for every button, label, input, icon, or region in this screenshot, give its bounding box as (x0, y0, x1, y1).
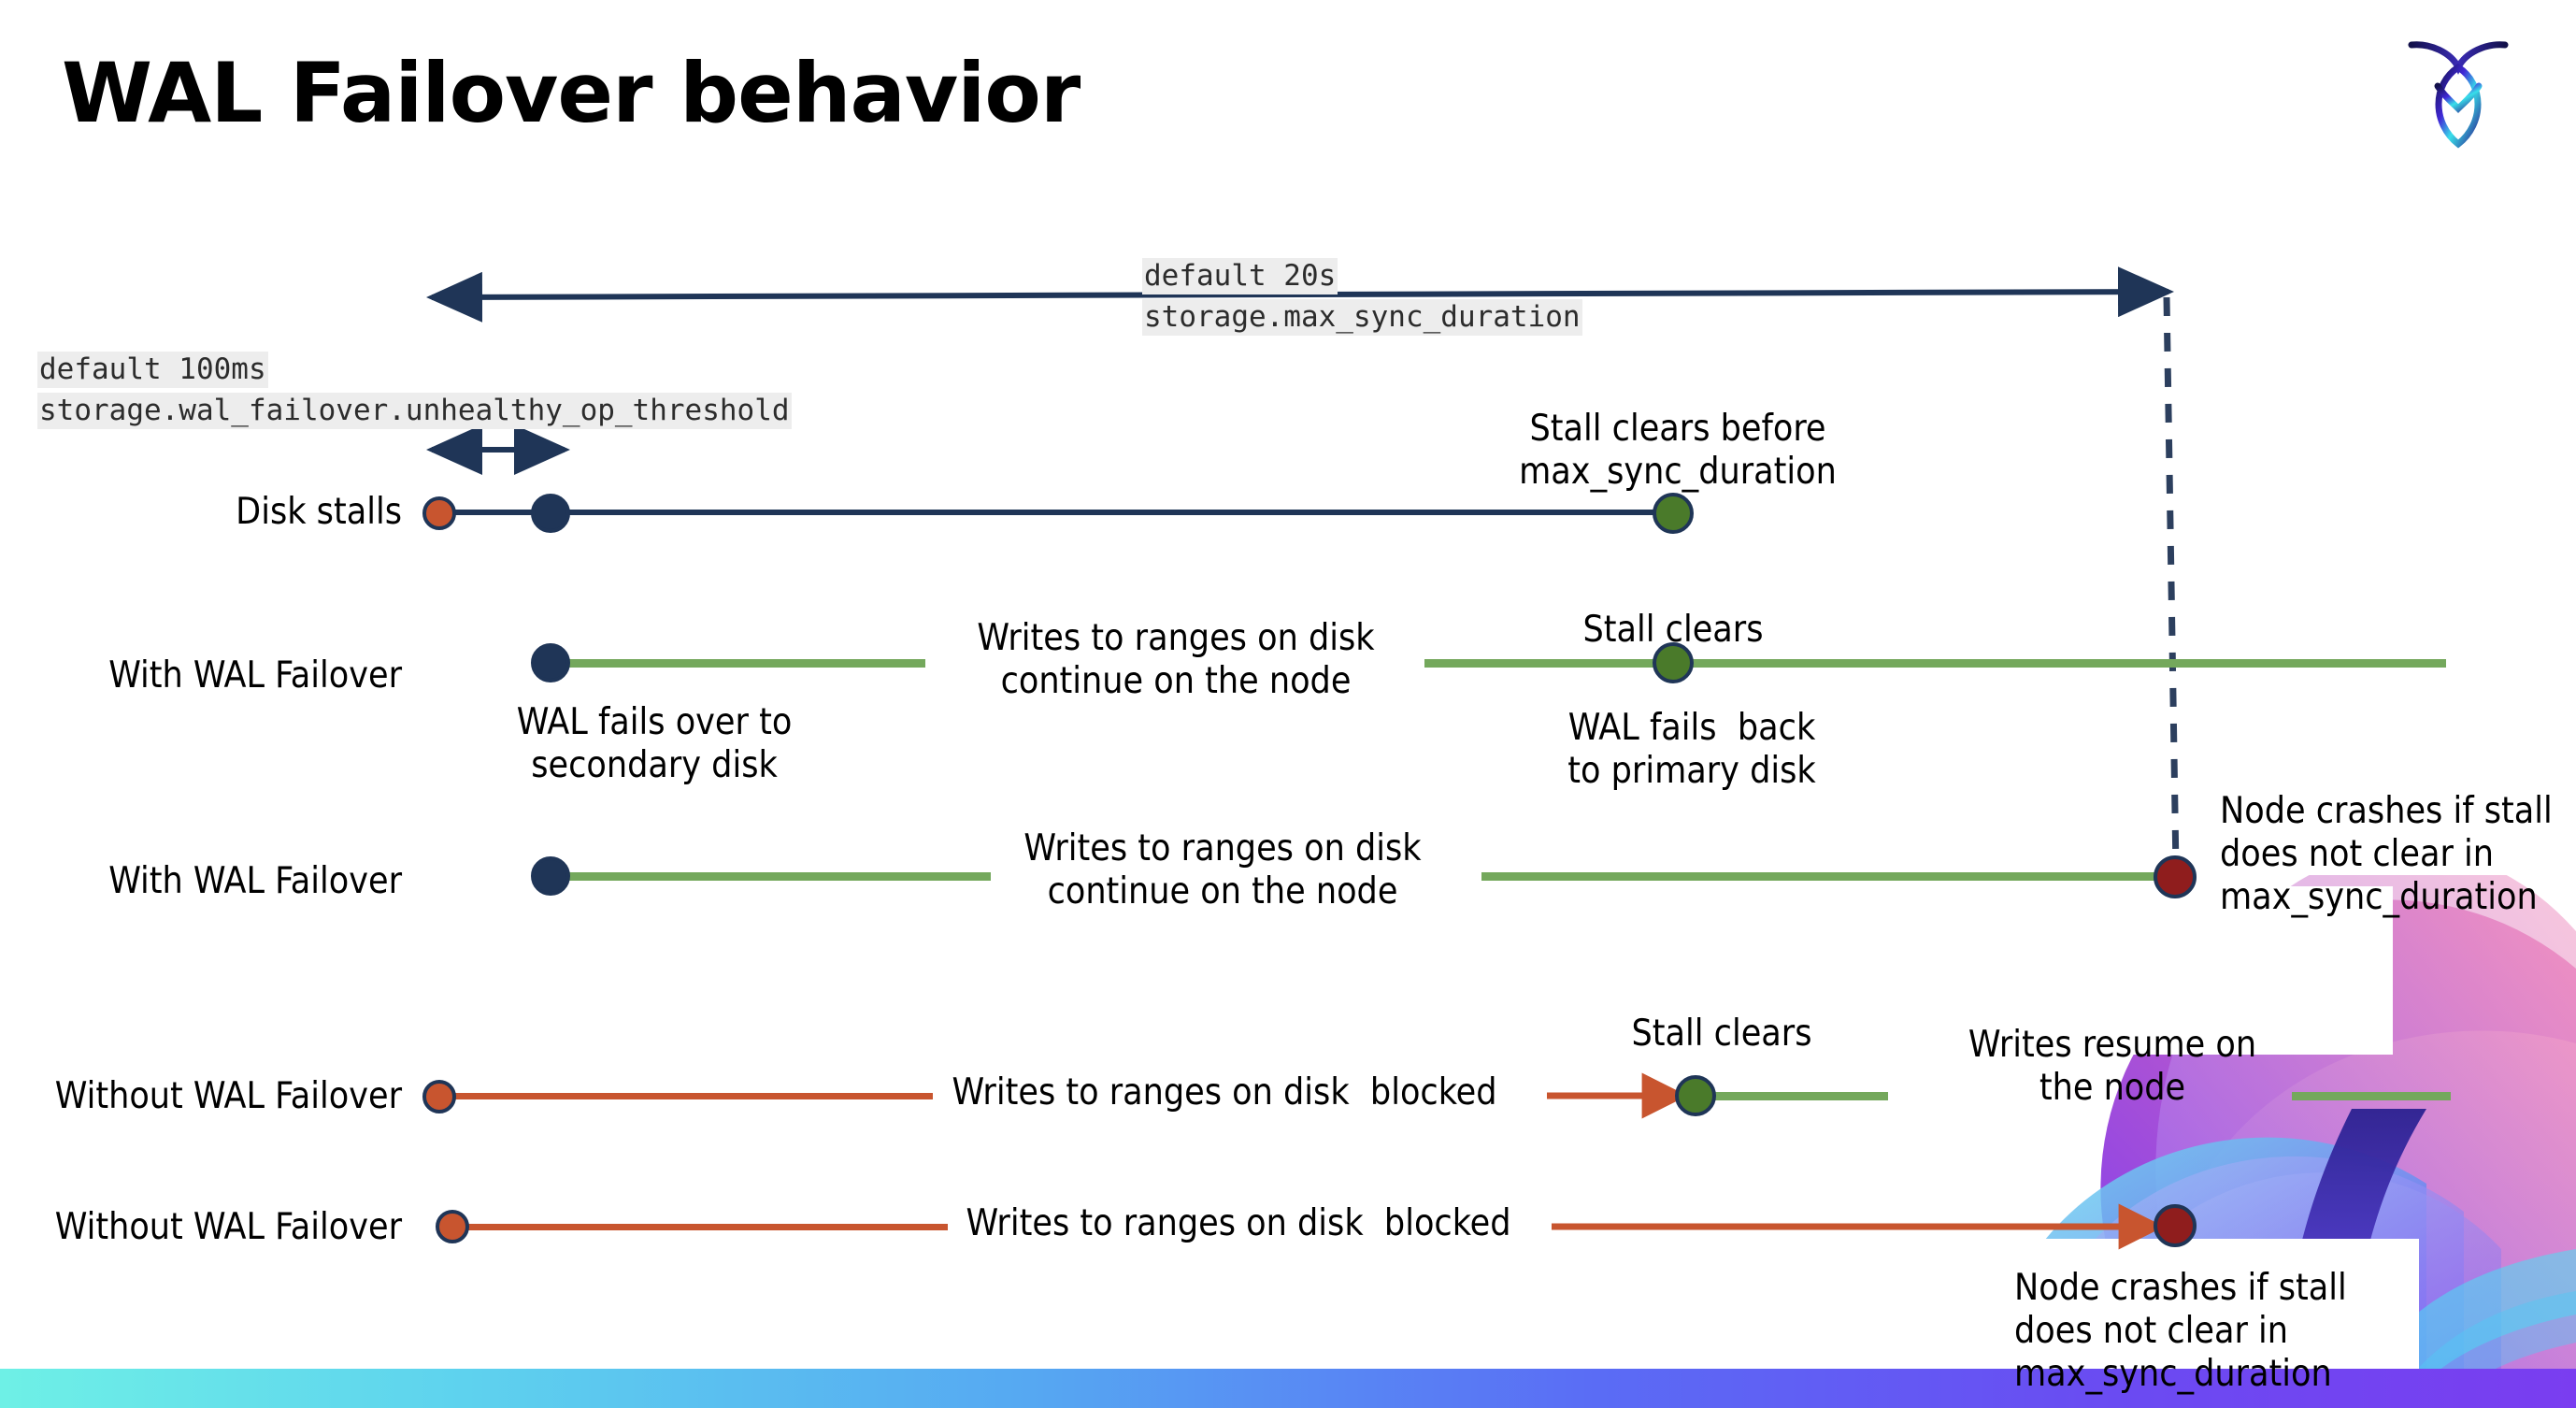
row4-stall-clears-note: Stall clears (1631, 1013, 1812, 1055)
dashed-connector-line (2163, 296, 2180, 870)
row2-timeline-left (553, 659, 925, 668)
row-label-with-wal-failover-2: With WAL Failover (108, 860, 402, 902)
row3-crash-note-line1: Node crashes if stall (2220, 790, 2553, 832)
row2-writes-note-line2: continue on the node (1000, 660, 1352, 702)
max-sync-duration-name-chip: storage.max_sync_duration (1142, 299, 1582, 336)
row2-timeline-right (1424, 659, 2446, 668)
row4-stall-start-dot (422, 1080, 456, 1113)
max-sync-duration-default-chip: default 20s (1142, 258, 1338, 295)
row1-stall-start-dot (422, 496, 456, 530)
row2-writes-note-line1: Writes to ranges on disk (977, 617, 1375, 659)
row5-stall-start-dot (436, 1210, 469, 1243)
row5-timeline-red-left (460, 1224, 948, 1230)
row3-crash-dot (2154, 855, 2197, 898)
row4-timeline-green-right (1710, 1092, 1888, 1100)
row2-failback-note-line1: WAL fails back (1567, 707, 1816, 749)
row1-timeline (439, 510, 1675, 515)
row5-crash-note-line3: max_sync_duration (2014, 1353, 2332, 1395)
row1-stall-clears-note-line2: max_sync_duration (1519, 451, 1837, 493)
unhealthy-threshold-name-chip: storage.wal_failover.unhealthy_op_thresh… (37, 393, 792, 429)
row-label-with-wal-failover-1: With WAL Failover (108, 654, 402, 697)
row1-stall-clears-note-line1: Stall clears before (1529, 408, 1826, 450)
row3-timeline-left (553, 872, 991, 881)
row-label-disk-stalls: Disk stalls (236, 491, 402, 533)
unhealthy-threshold-default-chip: default 100ms (37, 352, 268, 388)
cockroachdb-logo (2402, 28, 2514, 150)
row5-crash-note-line1: Node crashes if stall (2014, 1267, 2347, 1309)
row3-writes-note-line2: continue on the node (1047, 870, 1398, 912)
row4-timeline-red-left (447, 1093, 933, 1099)
row2-failback-note-line2: to primary disk (1567, 750, 1816, 792)
row1-stall-clear-dot (1653, 493, 1694, 534)
row5-crash-dot (2154, 1204, 2197, 1247)
row5-blocked-note: Writes to ranges on disk blocked (966, 1202, 1511, 1244)
row3-crash-note-line2: does not clear in (2220, 833, 2495, 875)
row3-writes-note-line1: Writes to ranges on disk (1023, 827, 1422, 869)
row3-timeline-right (1481, 872, 2173, 881)
row5-crash-note-line2: does not clear in (2014, 1310, 2289, 1352)
row2-failover-note-line2: secondary disk (531, 744, 778, 786)
row4-timeline-green-far-right (2292, 1092, 2451, 1100)
page-title: WAL Failover behavior (62, 45, 1080, 141)
row3-failover-dot (531, 856, 570, 896)
row4-resume-note-line2: the node (2039, 1067, 2186, 1109)
row4-resume-note-line1: Writes resume on (1968, 1024, 2257, 1066)
row4-stall-clear-dot (1675, 1075, 1716, 1116)
bottom-gradient-bar (0, 1369, 2576, 1408)
row2-failover-dot (531, 643, 570, 682)
row2-stall-clears-note: Stall clears (1582, 609, 1764, 651)
art-mask-upper (1916, 886, 2393, 1055)
row3-crash-note-line3: max_sync_duration (2220, 876, 2538, 918)
row2-stall-clear-dot (1653, 642, 1694, 683)
row1-failover-dot (531, 494, 570, 533)
row2-failover-note-line1: WAL fails over to (516, 701, 793, 743)
row-label-without-wal-failover-2: Without WAL Failover (54, 1206, 402, 1248)
row4-blocked-note: Writes to ranges on disk blocked (952, 1071, 1497, 1113)
row-label-without-wal-failover-1: Without WAL Failover (54, 1075, 402, 1117)
